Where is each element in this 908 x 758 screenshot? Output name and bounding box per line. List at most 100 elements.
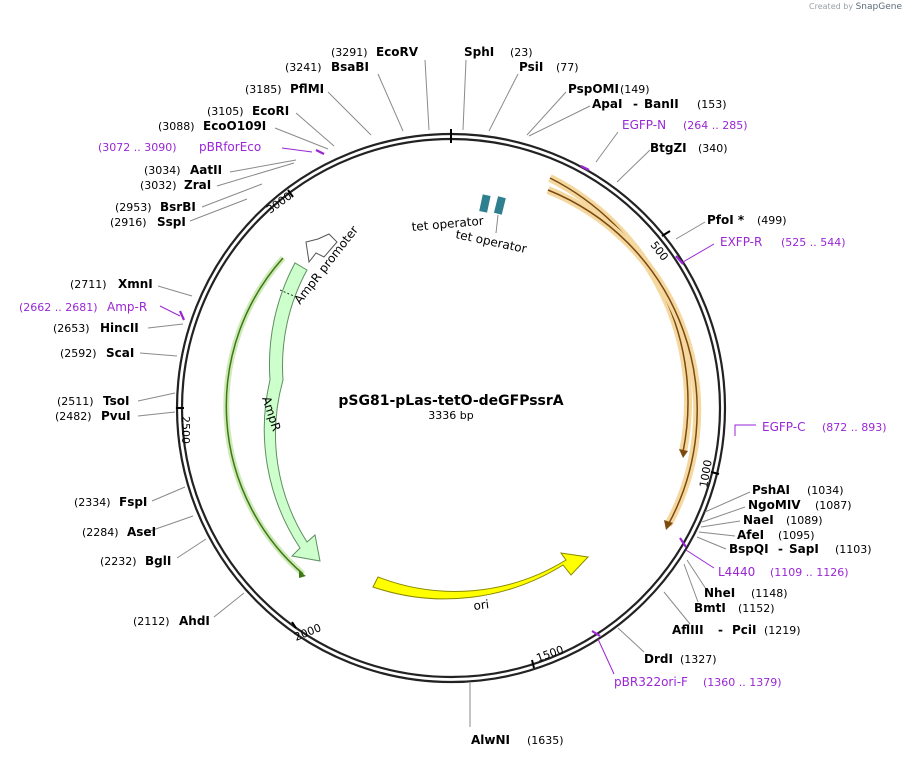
primer-mark-exfp-r	[675, 255, 684, 265]
enzyme-bmti-pos: (1152)	[738, 602, 775, 615]
lead-ecori	[295, 112, 335, 147]
enzyme-bsrbi-pos: (2953)	[115, 201, 152, 214]
primer-egfp-c-range: (872 .. 893)	[822, 421, 887, 434]
enzyme-fspi: FspI	[119, 495, 147, 509]
lead-bspqi	[696, 536, 727, 550]
tick-1500-mark	[531, 659, 535, 669]
enzyme-psii: PsiI	[519, 60, 543, 74]
ampr-promoter-arrow	[305, 233, 338, 264]
enzyme-zrai: ZraI	[184, 178, 211, 192]
lead-ahdi	[213, 592, 245, 618]
enzyme-pshai: PshAI	[752, 483, 790, 497]
tet-operator-lead	[495, 214, 499, 234]
tet-operator-2-box	[493, 196, 506, 215]
enzyme-nhei: NheI	[704, 586, 735, 600]
lead-asei	[149, 515, 194, 532]
enzyme-banii-dash: -	[633, 97, 638, 111]
ampr-promoter-boundary	[279, 289, 297, 298]
lead-ecoo109i	[274, 127, 329, 150]
primer-pbrforeco-range: (3072 .. 3090)	[98, 141, 177, 154]
enzyme-sphi: SphI	[464, 45, 494, 59]
lead-nhei	[686, 559, 707, 590]
lead-apai	[528, 105, 591, 137]
credit-brand: SnapGene	[855, 2, 902, 12]
primer-mark-pbrforeco	[315, 149, 325, 155]
primer-exfp-r: EXFP-R	[720, 235, 762, 249]
enzyme-pcii-pos: (1219)	[764, 624, 801, 637]
lead-sspi	[189, 198, 248, 222]
primer-mark-l4440	[679, 537, 687, 548]
tick-500: 500	[648, 239, 671, 264]
primer-exfp-r-range: (525 .. 544)	[781, 236, 846, 249]
feature-cds-inner-line	[547, 189, 698, 526]
enzyme-nhei-pos: (1148)	[751, 587, 788, 600]
enzyme-sapi-pos: (1103)	[835, 543, 872, 556]
credit-prefix: Created by	[809, 2, 854, 11]
enzyme-scai: ScaI	[106, 346, 134, 360]
enzyme-aatii-pos: (3034)	[144, 164, 181, 177]
enzyme-ecorv: EcoRV	[376, 45, 419, 59]
lead-pbr322ori-f	[597, 638, 615, 675]
enzyme-bsrbi: BsrBI	[160, 200, 196, 214]
lead-pflmi	[327, 91, 372, 136]
primer-amp-r-range: (2662 .. 2681)	[19, 301, 98, 314]
primer-amp-r: Amp-R	[107, 300, 147, 314]
enzyme-banii-pos: (153)	[697, 98, 727, 111]
primer-egfp-n: EGFP-N	[622, 118, 666, 132]
enzyme-ecoo109i: EcoO109I	[203, 119, 266, 133]
enzyme-banii: BanII	[644, 97, 679, 111]
lead-bsabi	[377, 73, 404, 132]
enzyme-ecori-pos: (3105)	[207, 105, 244, 118]
snapgene-credit: Created by SnapGene	[809, 2, 902, 12]
enzyme-tsoi: TsoI	[103, 394, 129, 408]
enzyme-alwni-pos: (1635)	[527, 734, 564, 747]
enzyme-ngomiv: NgoMIV	[748, 498, 801, 512]
lead-pfoi	[675, 221, 706, 240]
lead-bgli	[176, 538, 207, 559]
enzyme-bgli: BglI	[145, 554, 171, 568]
primer-egfp-n-range: (264 .. 285)	[683, 119, 748, 132]
lead-drdi	[617, 627, 645, 653]
lead-naei	[700, 520, 741, 528]
lead-xmni	[157, 285, 193, 297]
enzyme-ahdi: AhdI	[179, 614, 210, 628]
enzyme-pspomi-pos: (149)	[620, 83, 650, 96]
lead-l4440	[685, 549, 715, 569]
tick-1500: 1500	[535, 643, 566, 665]
lead-tsoi	[137, 392, 176, 402]
enzymes-left: (3291) EcoRV (3241) BsaBI (3185) PflMI (…	[19, 45, 430, 628]
tick-1000: 1000	[697, 459, 715, 489]
primer-mark-amp-r	[178, 310, 186, 321]
enzyme-xmni-pos: (2711)	[70, 278, 107, 291]
enzyme-sapi-dash: -	[778, 542, 783, 556]
lead-aatii	[229, 159, 297, 173]
enzyme-pflmi-pos: (3185)	[245, 83, 282, 96]
feature-ampr-track-line	[225, 257, 304, 575]
enzyme-alwni: AlwNI	[471, 733, 510, 747]
plasmid-length: 3336 bp	[428, 409, 473, 422]
enzyme-bsabi: BsaBI	[331, 60, 369, 74]
enzyme-bgli-pos: (2232)	[100, 555, 137, 568]
enzyme-ecoo109i-pos: (3088)	[158, 120, 195, 133]
enzyme-zrai-pos: (3032)	[140, 179, 177, 192]
enzyme-pshai-pos: (1034)	[807, 484, 844, 497]
enzyme-bsabi-pos: (3241)	[285, 61, 322, 74]
lead-bsrbi	[201, 183, 263, 208]
lead-afliii	[663, 591, 691, 625]
enzyme-asei: AseI	[127, 525, 156, 539]
lead-pbrforeco	[281, 147, 313, 153]
enzyme-afei: AfeI	[737, 528, 764, 542]
lead-pshai	[704, 491, 751, 513]
enzyme-ngomiv-pos: (1087)	[815, 499, 852, 512]
primer-pbr322ori-f: pBR322ori-F	[614, 675, 688, 689]
enzyme-asei-pos: (2284)	[82, 526, 119, 539]
enzyme-naei: NaeI	[743, 513, 774, 527]
enzyme-drdi: DrdI	[644, 652, 673, 666]
lead-ecorv	[424, 59, 430, 131]
ampr-label: AmpR	[259, 395, 283, 433]
tick-2000-mark	[291, 621, 297, 629]
lead-fspi	[151, 486, 186, 502]
enzyme-bmti: BmtI	[694, 601, 726, 615]
lead-pspomi	[526, 91, 567, 136]
